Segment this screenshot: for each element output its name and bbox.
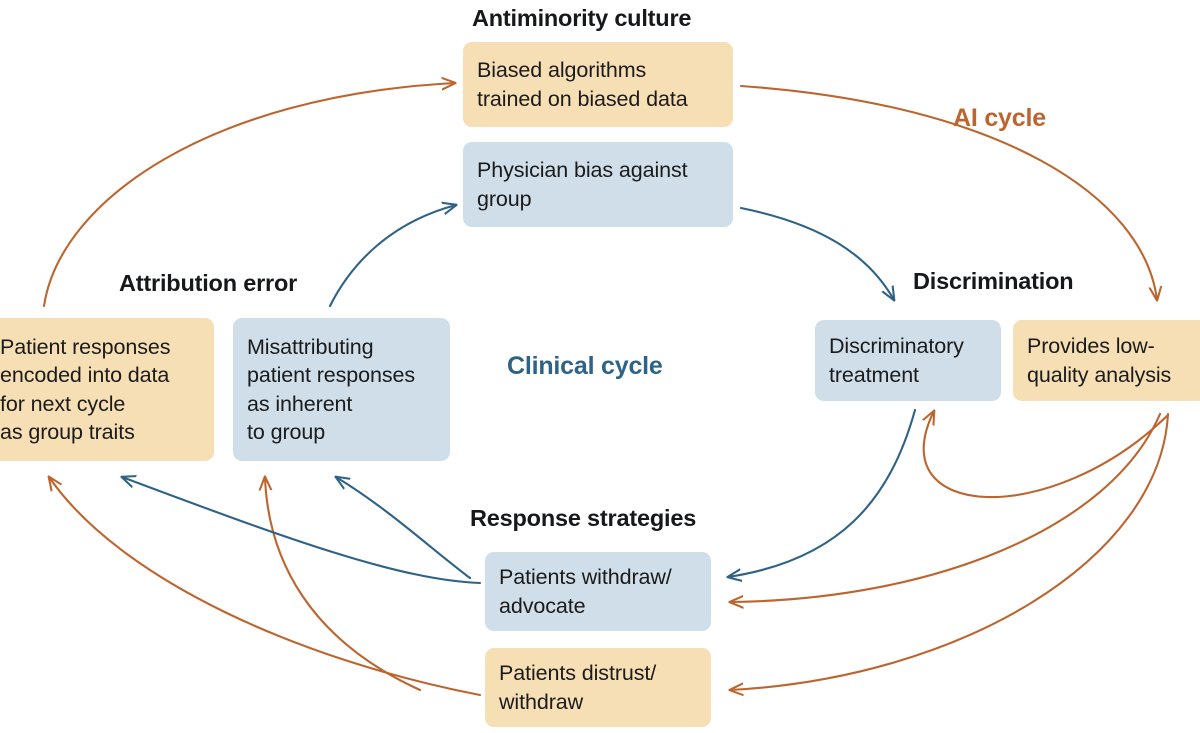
- arrow-orange-encoded-to-biased: [42, 83, 455, 308]
- clinical-cycle-label: Clinical cycle: [507, 352, 663, 380]
- arrow-blue-withdraw-to-misattributing: [122, 477, 482, 585]
- arrow-blue-discriminatory-to-withdraw: [728, 408, 917, 577]
- arrow-blue-physician-to-discriminatory: [739, 206, 894, 300]
- section-heading-discrimination: Discrimination: [913, 268, 1074, 294]
- box-patient-responses-encoded[interactable]: Patient responses encoded into data for …: [0, 318, 214, 461]
- arrow-orange-distrust-to-encoded: [49, 477, 482, 697]
- box-biased-algorithms[interactable]: Biased algorithms trained on biased data: [463, 42, 733, 127]
- box-patients-withdraw-advocate[interactable]: Patients withdraw/ advocate: [485, 552, 711, 631]
- section-heading-response-strategies: Response strategies: [470, 505, 697, 531]
- box-provides-low-quality-analysis[interactable]: Provides low- quality analysis: [1013, 320, 1200, 401]
- arrow-orange-lowquality-to-withdraw: [730, 412, 1162, 602]
- arrow-orange-distrust-to-attribution: [265, 477, 422, 692]
- box-misattributing-responses[interactable]: Misattributing patient responses as inhe…: [233, 318, 450, 461]
- box-discriminatory-treatment[interactable]: Discriminatory treatment: [815, 320, 1001, 401]
- arrow-blue-withdraw-to-attribution: [336, 477, 472, 580]
- ai-cycle-label: AI cycle: [953, 104, 1046, 132]
- box-patients-distrust-withdraw[interactable]: Patients distrust/ withdraw: [485, 648, 711, 727]
- section-heading-antiminority-culture: Antiminority culture: [472, 5, 692, 31]
- arrow-orange-withdraw-to-discriminatory: [924, 411, 1170, 499]
- arrow-orange-biased-to-lowquality: [739, 84, 1157, 300]
- arrow-orange-lowquality-to-distrust: [730, 412, 1170, 690]
- section-heading-attribution-error: Attribution error: [119, 270, 298, 296]
- box-physician-bias[interactable]: Physician bias against group: [463, 142, 733, 227]
- arrow-blue-misattributing-to-physician: [328, 205, 456, 308]
